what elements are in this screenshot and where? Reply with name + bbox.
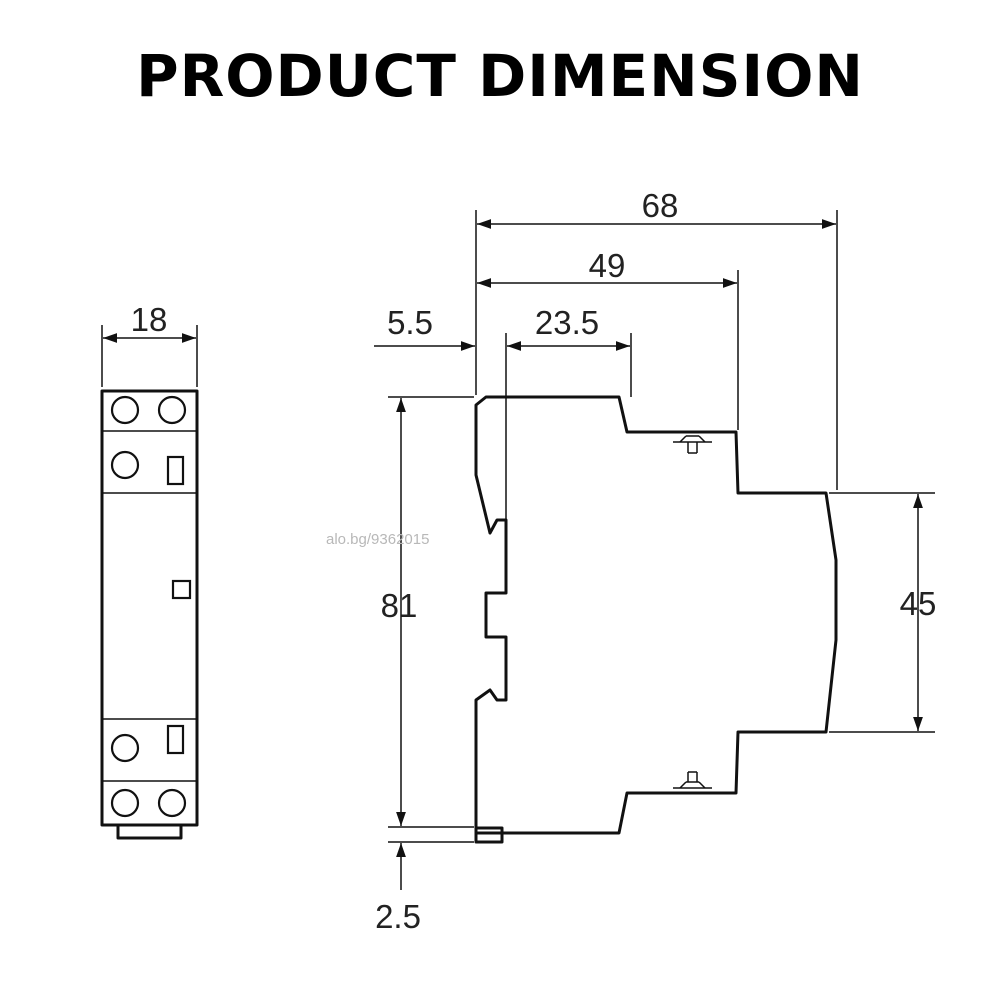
mounting-screw-icon-bottom [673, 771, 712, 789]
indicator-window-icon [166, 724, 185, 755]
status-led-icon [171, 579, 192, 600]
page-title: PRODUCT DIMENSION [136, 42, 864, 110]
indicator-window-icon [166, 455, 185, 486]
front-body-outline [100, 389, 199, 827]
side-clip-foot [474, 826, 504, 844]
clip-label: 2.5 [375, 898, 421, 935]
watermark: alo.bg/9362015 [326, 531, 429, 548]
rail-offset-label: 5.5 [387, 304, 433, 341]
mounting-screw-icon-top [673, 435, 712, 454]
terminal-screw-icon [110, 788, 140, 818]
terminal-screw-icon [110, 395, 140, 425]
side-body-outline [474, 395, 838, 835]
front-view: 18 [100, 301, 199, 840]
front-height-label: 45 [900, 585, 937, 622]
width-label: 18 [131, 301, 168, 338]
depth-to-step1-label: 23.5 [535, 304, 599, 341]
side-view: 68 49 5.5 23.5 81 2.5 45 [374, 187, 936, 935]
height-label: 81 [381, 587, 418, 624]
terminal-screw-icon [110, 733, 140, 763]
terminal-screw-icon [157, 788, 187, 818]
terminal-screw-icon [157, 395, 187, 425]
terminal-screw-icon [110, 450, 140, 480]
din-clip-tab [116, 825, 183, 840]
total-depth-label: 68 [642, 187, 679, 224]
depth-to-step2-label: 49 [589, 247, 626, 284]
